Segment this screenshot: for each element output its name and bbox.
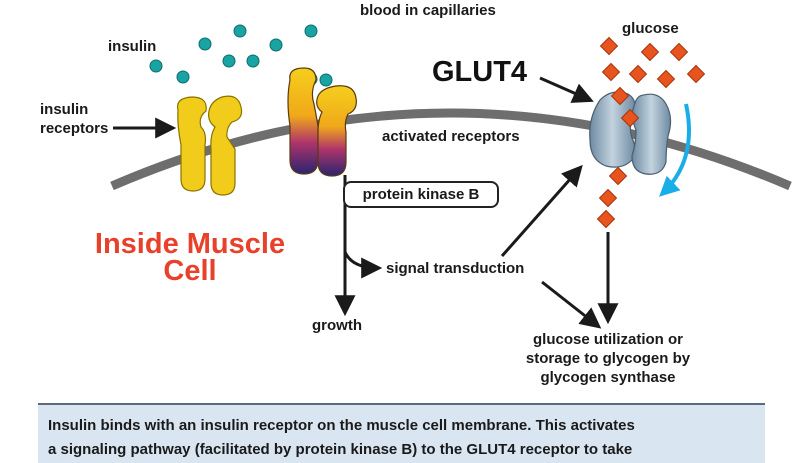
glucose-utilization-label-line3: glycogen synthase xyxy=(540,369,676,386)
signal-to-glut4-arrow xyxy=(500,164,583,257)
receptor-left-subunit xyxy=(176,96,207,192)
glucose-molecule xyxy=(596,209,616,229)
inside-muscle-cell-title-line1: Inside Muscle xyxy=(94,228,286,260)
pathway-arrows xyxy=(113,76,619,329)
insulin-molecule xyxy=(246,54,260,68)
insulin-molecule xyxy=(198,37,212,51)
glut4-transporter xyxy=(589,91,672,175)
signal-to-utilization-arrow xyxy=(541,280,602,329)
glucose-molecule xyxy=(620,108,640,128)
glut4-pointer xyxy=(539,76,594,103)
glucose-molecule xyxy=(598,188,618,208)
glucose-utilization-label-line1: glucose utilization or xyxy=(532,331,683,348)
insulin-molecule xyxy=(269,38,283,52)
caption-line-1: Insulin binds with an insulin receptor o… xyxy=(48,417,635,434)
receptor-right-subunit xyxy=(208,95,243,196)
protein-kinase-b-box: protein kinase B xyxy=(343,181,499,208)
glucose-molecule xyxy=(669,42,689,62)
inside-muscle-cell-title-line2: Cell xyxy=(163,255,217,287)
insulin-molecule xyxy=(319,73,333,87)
glucose-molecule xyxy=(599,36,619,56)
insulin-molecule xyxy=(233,24,247,38)
cell-membrane xyxy=(110,108,792,191)
insulin-molecules xyxy=(149,24,333,87)
caption-box: Insulin binds with an insulin receptor o… xyxy=(38,403,765,463)
activated-left-subunit xyxy=(287,67,319,175)
glut4-left-lobe xyxy=(589,91,636,168)
signal-branch-arrow xyxy=(343,251,383,279)
glucose-molecule xyxy=(686,64,706,84)
glut4-right-lobe xyxy=(631,93,672,175)
caption-line-2: a signaling pathway (facilitated by prot… xyxy=(48,441,633,458)
activated-receptors-label: activated receptors xyxy=(382,128,520,145)
glucose-label: glucose xyxy=(622,20,679,37)
insulin-receptor xyxy=(176,95,243,196)
blood-capillaries-label: blood in capillaries xyxy=(360,2,496,19)
insulin-receptors-label-line1: insulin xyxy=(40,101,89,118)
insulin-molecule xyxy=(222,54,236,68)
glucose-molecules xyxy=(596,36,706,229)
glucose-molecule xyxy=(628,64,648,84)
glucose-molecule xyxy=(656,69,676,89)
glucose-molecule xyxy=(610,86,630,106)
signal-transduction-label: signal transduction xyxy=(386,260,525,277)
glut4-label: GLUT4 xyxy=(432,56,528,88)
growth-label: growth xyxy=(312,317,362,334)
glucose-utilization-label-line2: storage to glycogen by xyxy=(525,350,691,367)
insulin-molecule xyxy=(176,70,190,84)
glucose-molecule xyxy=(601,62,621,82)
glucose-molecule xyxy=(608,166,628,186)
glucose-molecule xyxy=(640,42,660,62)
insulin-receptors-label-line2: receptors xyxy=(40,120,109,137)
activated-right-subunit xyxy=(316,85,357,177)
activated-receptor xyxy=(287,67,357,177)
insulin-molecule xyxy=(149,59,163,73)
insulin-molecule xyxy=(304,24,318,38)
glut4-cycle-arrow xyxy=(659,103,691,197)
insulin-label: insulin xyxy=(108,38,157,55)
